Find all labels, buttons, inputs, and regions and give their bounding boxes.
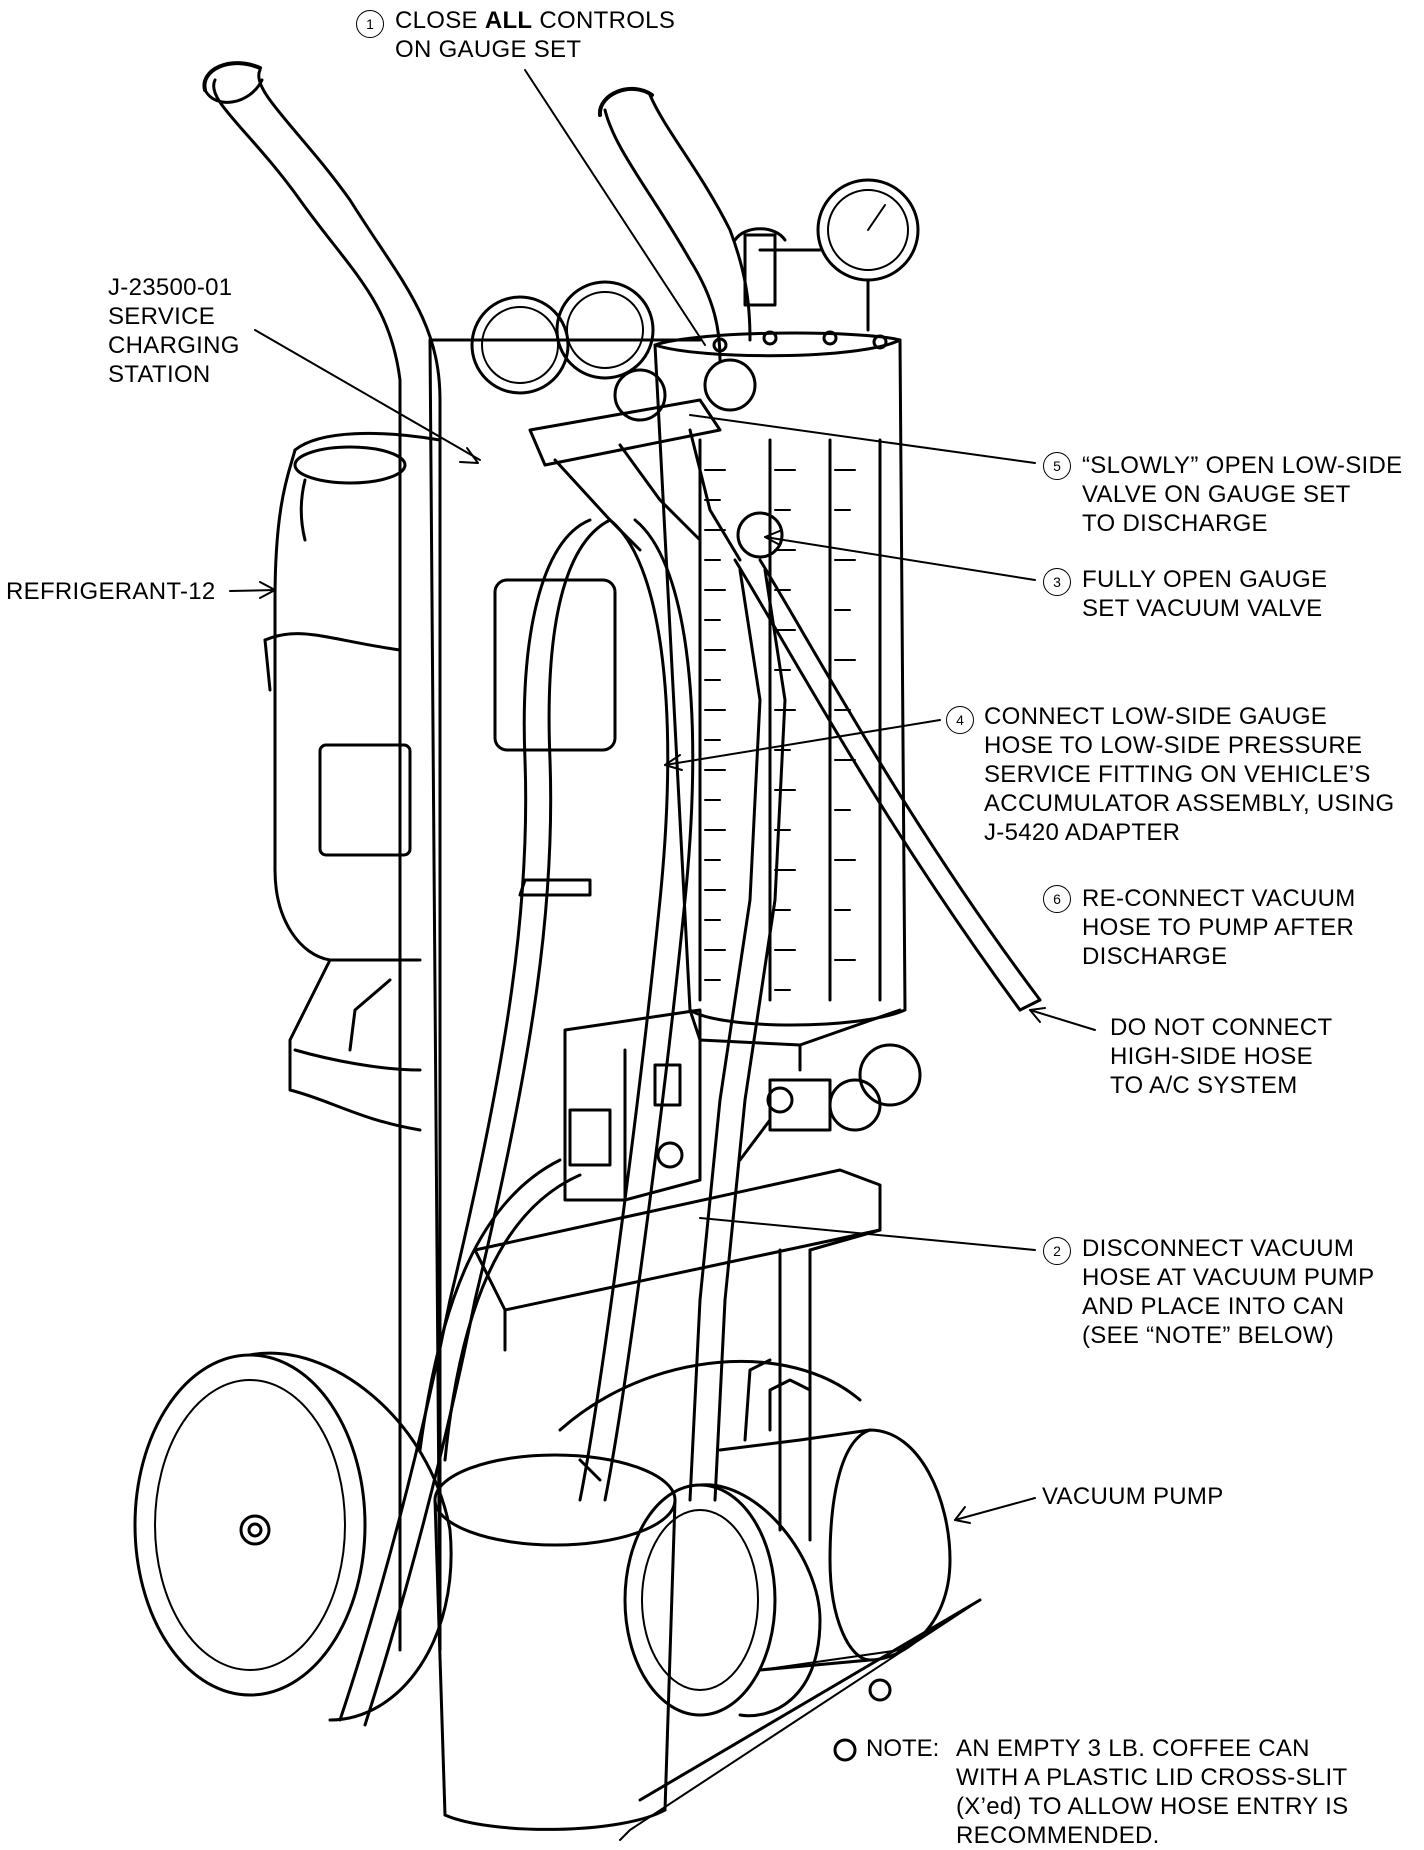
step-1-line-2: ON GAUGE SET [395,36,582,63]
leader-step2 [699,1217,1036,1251]
step-6-line-3: DISCHARGE [1082,943,1228,970]
cart-wheels [133,1351,822,1722]
step-3-number: 3 [1043,568,1071,596]
vacuum-pump [558,1358,982,1841]
shelf [473,1168,882,1352]
warning-line-2: HIGH-SIDE HOSE [1110,1043,1313,1070]
step-1-label: CLOSE ALL CONTROLS ON GAUGE SET [395,6,675,64]
station-line-2: SERVICE [108,303,216,330]
step-1-text-c: CONTROLS [532,7,676,34]
step-3-line-2: SET VACUUM VALVE [1082,595,1323,622]
leader-step1 [524,69,706,346]
step-4-line-5: J-5420 ADAPTER [984,819,1181,846]
note-text: AN EMPTY 3 LB. COFFEE CAN WITH A PLASTIC… [956,1734,1348,1850]
station-label: J-23500-01 SERVICE CHARGING STATION [108,273,240,389]
step-6-line-2: HOSE TO PUMP AFTER [1082,914,1355,941]
refrigerant-drum [263,431,442,1132]
step-2-line-2: HOSE AT VACUUM PUMP [1082,1264,1375,1291]
step-4-line-2: HOSE TO LOW-SIDE PRESSURE [984,732,1363,759]
step-3-line-1: FULLY OPEN GAUGE [1082,566,1328,593]
leader-pump [954,1497,1036,1521]
step-4-number: 4 [946,706,974,734]
leader-step3 [764,536,1036,581]
station-panel [428,338,702,1642]
vacuum-pump-label: VACUUM PUMP [1042,1483,1224,1510]
leader-warning [1029,1009,1096,1031]
step-4-line-1: CONNECT LOW-SIDE GAUGE [984,703,1328,730]
warning-line-1: DO NOT CONNECT [1110,1014,1333,1041]
step-2-label: DISCONNECT VACUUM HOSE AT VACUUM PUMP AN… [1082,1234,1374,1350]
note-line-4: RECOMMENDED. [956,1822,1160,1849]
step-5-line-1: “SLOWLY” OPEN LOW-SIDE [1082,452,1403,479]
step-5-label: “SLOWLY” OPEN LOW-SIDE VALVE ON GAUGE SE… [1082,451,1402,538]
cart-frame [202,61,812,1652]
step-4-line-3: SERVICE FITTING ON VEHICLE’S [984,761,1371,788]
step-4-label: CONNECT LOW-SIDE GAUGE HOSE TO LOW-SIDE … [984,702,1394,847]
warning-line-3: TO A/C SYSTEM [1110,1072,1298,1099]
station-line-1: J-23500-01 [108,274,233,301]
leader-refrigerant [229,589,276,592]
hoses [338,518,1042,1727]
step-2-number: 2 [1043,1237,1071,1265]
step-6-number: 6 [1043,885,1071,913]
step-2-line-4: (SEE “NOTE” BELOW) [1082,1322,1335,1349]
step-4-line-4: ACCUMULATOR ASSEMBLY, USING [984,790,1395,817]
station-line-3: CHARGING [108,332,240,359]
step-1-text-b: ALL [484,7,533,34]
refrigerant-label: REFRIGERANT-12 [6,578,216,605]
coffee-can [433,1453,677,1831]
step-5-line-2: VALVE ON GAUGE SET [1082,481,1351,508]
note-heading: NOTE: [866,1735,940,1762]
note-line-3: (X’ed) TO ALLOW HOSE ENTRY IS [956,1793,1349,1820]
charging-cylinder [653,178,920,1072]
step-1-number: 1 [356,10,384,38]
step-2-line-3: AND PLACE INTO CAN [1082,1293,1345,1320]
step-6-line-1: RE-CONNECT VACUUM [1082,885,1356,912]
step-2-line-1: DISCONNECT VACUUM [1082,1235,1355,1262]
manifold-gauge-set [470,280,784,562]
step-1-text-a: CLOSE [395,7,485,34]
step-5-line-3: TO DISCHARGE [1082,510,1268,537]
leader-lines [229,69,1096,1524]
control-box [563,1008,702,1202]
leader-step4 [664,719,941,766]
step-3-label: FULLY OPEN GAUGE SET VACUUM VALVE [1082,565,1327,623]
note-line-2: WITH A PLASTIC LID CROSS-SLIT [956,1764,1348,1791]
leader-station [254,329,481,461]
warning-label: DO NOT CONNECT HIGH-SIDE HOSE TO A/C SYS… [1110,1013,1332,1100]
note-line-1: AN EMPTY 3 LB. COFFEE CAN [956,1735,1310,1762]
cylinder-valves [738,1043,922,1162]
step-5-number: 5 [1043,452,1071,480]
station-line-4: STATION [108,361,211,388]
leader-step5 [689,414,1036,464]
step-6-label: RE-CONNECT VACUUM HOSE TO PUMP AFTER DIS… [1082,884,1356,971]
